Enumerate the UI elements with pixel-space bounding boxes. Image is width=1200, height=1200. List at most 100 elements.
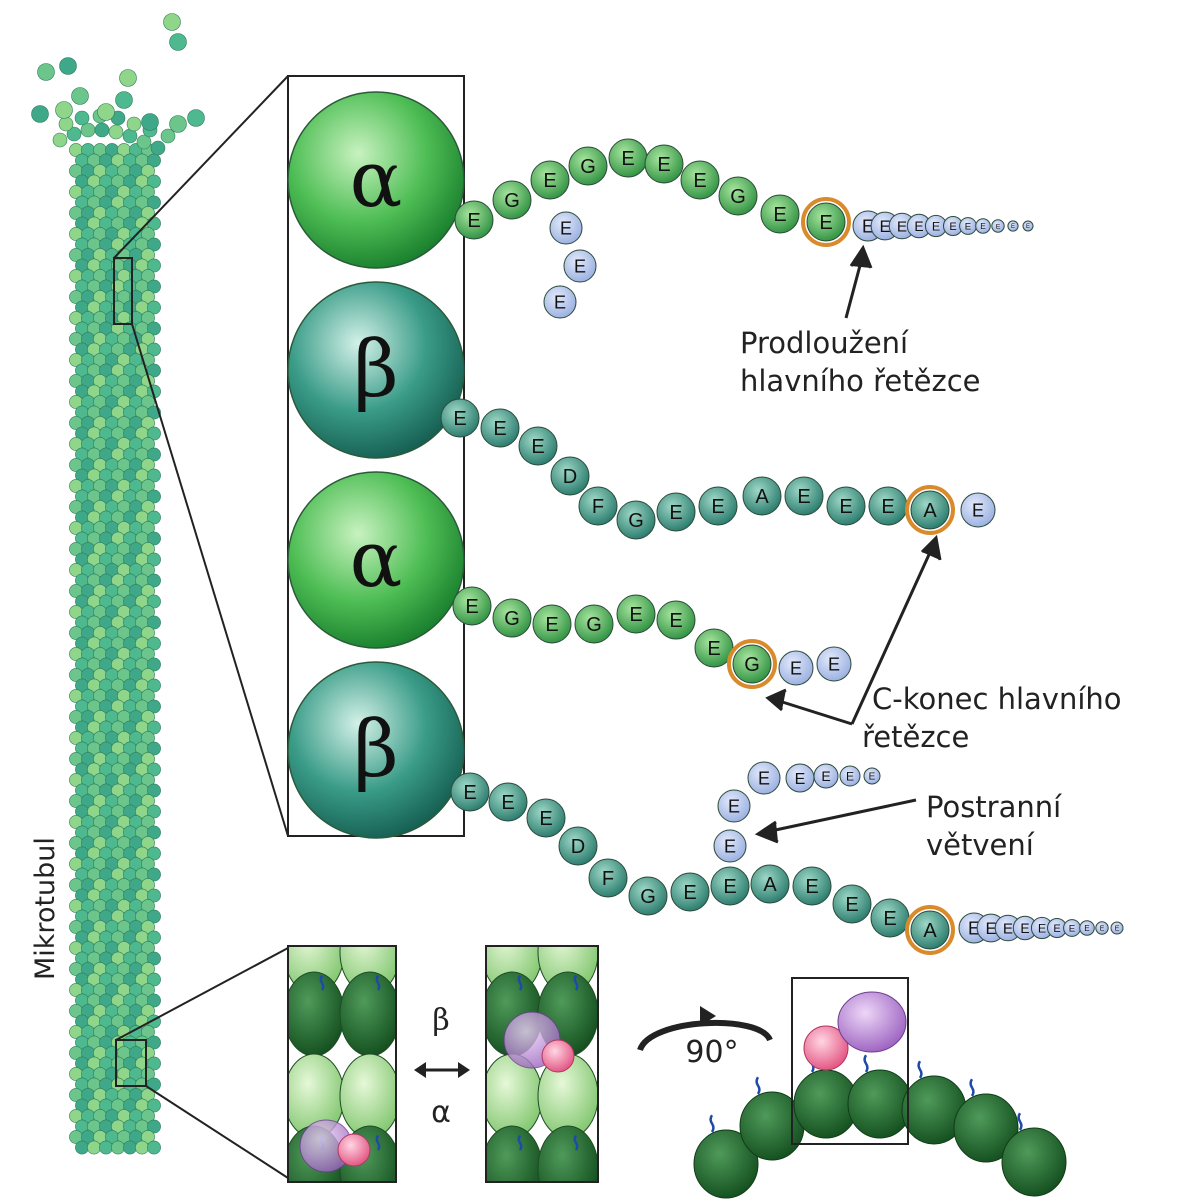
- microtubule-subunit: [141, 773, 155, 787]
- microtubule-subunit: [141, 1046, 155, 1060]
- alpha-chain-1-branch-residue: E: [563, 249, 597, 283]
- microtubule-subunit: [141, 458, 155, 472]
- c-terminal-tail: [375, 974, 381, 991]
- c-terminal-tail: [1017, 1112, 1023, 1131]
- alpha-chain-1-extension-residue: E: [1007, 220, 1019, 232]
- microtubule-subunit: [94, 122, 110, 138]
- microtubule-subunit: [141, 941, 155, 955]
- microtubule-subunit: [147, 1119, 161, 1134]
- beta-subunit: [287, 661, 465, 839]
- microtubule-subunit: [141, 962, 155, 976]
- free-tubulin-subunit: [97, 103, 115, 121]
- double-arrow-left-head: [414, 1062, 426, 1078]
- tubulin-dimer-subunit: [537, 1125, 598, 1182]
- microtubule-subunit: [141, 248, 155, 262]
- svg-text:E: E: [1026, 224, 1030, 230]
- c-terminal-tail: [517, 1134, 523, 1151]
- beta-chain-2-extension-residue: E: [1110, 921, 1124, 935]
- alpha-chain-1-residue: G: [568, 146, 608, 186]
- microtubule-subunit: [141, 836, 155, 850]
- microtubule-subunit: [141, 1130, 155, 1144]
- beta-chain-2-residue: E: [526, 798, 566, 838]
- microtubule-subunit: [147, 741, 161, 756]
- alpha-chain-2-residue: E: [532, 604, 572, 644]
- tubulin-dimer-subunit: [486, 1125, 543, 1182]
- alpha-chain-2-residue: E: [452, 586, 492, 626]
- microtubule-subunit: [141, 332, 155, 346]
- beta-chain-1-residue: F: [578, 486, 618, 526]
- svg-text:E: E: [758, 768, 770, 788]
- microtubule-subunit: [108, 124, 124, 140]
- microtubule-subunit: [147, 1098, 161, 1113]
- microtubule-subunit: [147, 972, 161, 987]
- svg-text:E: E: [465, 596, 478, 618]
- motor-binding-panels: [287, 945, 1067, 1199]
- microtubule-subunit: [123, 1140, 137, 1155]
- beta-chain-1-residue: E: [868, 486, 908, 526]
- microtubule-subunit: [141, 584, 155, 598]
- svg-text:E: E: [1011, 224, 1015, 230]
- svg-text:E: E: [669, 502, 682, 524]
- microtubule-subunit: [147, 363, 161, 378]
- alpha-chain-1-residue: E: [760, 194, 800, 234]
- microtubule-subunit: [147, 594, 161, 609]
- rotation-arrow: [637, 1019, 773, 1052]
- svg-text:E: E: [996, 223, 1001, 230]
- beta-chain-2-branch-residue: E: [863, 767, 881, 785]
- microtubule-subunit: [147, 279, 161, 294]
- microtubule-subunit: [147, 951, 161, 966]
- free-tubulin-subunit: [31, 105, 49, 123]
- beta-chain-1-extension-residue: E: [960, 492, 996, 528]
- microtubule-subunit: [141, 983, 155, 997]
- microtubule-subunit: [141, 395, 155, 409]
- microtubule-subunit: [99, 1140, 113, 1155]
- microtubule-subunit: [141, 815, 155, 829]
- microtubule-subunit: [141, 920, 155, 934]
- microtubule-subunit: [147, 237, 161, 252]
- alpha-chain-1-residue: E: [454, 200, 494, 240]
- svg-text:G: G: [628, 510, 644, 532]
- svg-text:E: E: [949, 221, 956, 233]
- microtubule-subunit: [141, 1067, 155, 1081]
- c-terminal-tail: [917, 1060, 923, 1079]
- beta-chain-2-extension-residue: E: [1079, 920, 1095, 936]
- beta-chain-2-residue: E: [710, 866, 750, 906]
- svg-text:E: E: [980, 222, 986, 231]
- svg-text:E: E: [728, 796, 740, 816]
- beta-chain-2-branch-residue: E: [717, 789, 751, 823]
- arrow-cterm-1: [850, 547, 934, 725]
- microtubule-subunit: [147, 678, 161, 693]
- svg-text:E: E: [839, 496, 852, 518]
- beta-chain-2-extension-residue: E: [1030, 916, 1054, 940]
- microtubule-subunit: [147, 300, 161, 315]
- microtubule-subunit: [147, 531, 161, 546]
- microtubule-subunit: [141, 290, 155, 304]
- svg-text:G: G: [744, 654, 760, 676]
- alpha-chain-2-extension-residue: E: [778, 650, 814, 686]
- svg-text:E: E: [560, 218, 572, 238]
- microtubule-subunit: [141, 794, 155, 808]
- alpha-chain-1-extension-residue: E: [906, 213, 932, 239]
- dynein-motor-side: [837, 991, 907, 1053]
- beta-chain-2-residue: A: [750, 864, 790, 904]
- svg-text:E: E: [1100, 926, 1105, 933]
- beta-chain-2-residue: E: [450, 772, 490, 812]
- microtubule-subunit: [141, 857, 155, 871]
- microtubule-subunit: [58, 116, 74, 132]
- svg-text:E: E: [543, 170, 556, 192]
- cterm-annotation-line2: řetězce: [862, 720, 970, 754]
- beta-chain-2-extension-residue: E: [1063, 919, 1081, 937]
- microtubule-subunit: [141, 1004, 155, 1018]
- free-tubulin-subunit: [163, 13, 181, 31]
- microtubule-subunit: [147, 258, 161, 273]
- arrow-branch: [765, 798, 917, 834]
- svg-text:E: E: [914, 219, 923, 234]
- microtubule-subunit: [141, 1025, 155, 1039]
- alpha-chain-1-residue: E: [530, 160, 570, 200]
- branch-annotation: Postranní větvení: [926, 788, 1061, 864]
- lattice-panel-middle-frame: [485, 945, 599, 1183]
- svg-text:F: F: [602, 868, 614, 890]
- microtubule-subunit: [147, 762, 161, 777]
- branch-annotation-line2: větvení: [926, 828, 1034, 862]
- microtubule-subunit: [147, 720, 161, 735]
